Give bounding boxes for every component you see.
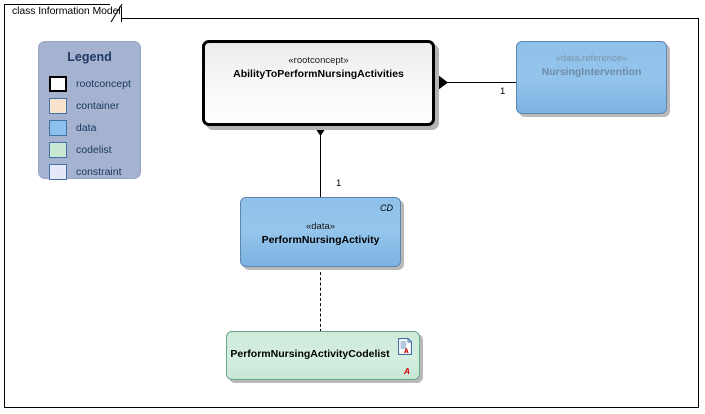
legend-swatch-rootconcept	[49, 75, 67, 92]
tab-notch-icon	[110, 3, 132, 23]
tab-bottom-mask	[5, 18, 121, 21]
node-performnursingactivity[interactable]: CD «data» PerformNursingActivity	[240, 197, 401, 267]
legend-label-rootconcept: rootconcept	[76, 77, 131, 90]
legend-item-constraint: constraint	[49, 161, 142, 182]
diagram-frame	[4, 18, 699, 408]
reference-name: NursingIntervention	[541, 66, 642, 78]
connector-rootconcept-performnursingactivity[interactable]	[320, 128, 321, 198]
legend-swatch-constraint	[49, 163, 67, 180]
multiplicity-data: 1	[336, 178, 342, 189]
codelist-marker: A	[403, 366, 410, 376]
data-corner-tag: CD	[380, 203, 393, 213]
legend-panel: Legend rootconcept container data codeli…	[38, 41, 141, 180]
legend-swatch-container	[49, 97, 67, 114]
codelist-name: PerformNursingActivityCodelist	[230, 348, 390, 360]
reference-stereotype: «data,reference»	[555, 53, 628, 64]
legend-list: rootconcept container data codelist cons…	[49, 73, 142, 183]
connector-performnursingactivity-codelist[interactable]	[320, 267, 321, 332]
node-nursingintervention[interactable]: «data,reference» NursingIntervention	[516, 41, 667, 114]
svg-text:A: A	[404, 348, 409, 355]
diagram-tab[interactable]	[4, 4, 122, 22]
node-rootconcept[interactable]: «rootconcept» AbilityToPerformNursingAct…	[202, 40, 435, 126]
legend-swatch-codelist	[49, 141, 67, 158]
data-stereotype: «data»	[305, 221, 336, 232]
legend-label-constraint: constraint	[76, 165, 122, 178]
legend-label-container: container	[76, 99, 120, 112]
legend-item-container: container	[49, 95, 142, 116]
legend-label-data: data	[76, 121, 97, 134]
diagram-title: class Information Model	[12, 5, 121, 17]
document-icon[interactable]: A	[398, 338, 412, 355]
rootconcept-name: AbilityToPerformNursingActivities	[233, 68, 404, 80]
legend-item-codelist: codelist	[49, 139, 142, 160]
legend-item-data: data	[49, 117, 142, 138]
legend-swatch-data	[49, 119, 67, 136]
legend-item-rootconcept: rootconcept	[49, 73, 142, 94]
multiplicity-reference: 1	[500, 86, 506, 97]
legend-title: Legend	[67, 50, 112, 64]
legend-label-codelist: codelist	[76, 143, 112, 156]
connector-rootconcept-nursingintervention[interactable]	[441, 82, 517, 83]
rootconcept-stereotype: «rootconcept»	[288, 55, 349, 66]
node-performnursingactivitycodelist[interactable]: PerformNursingActivityCodelist A A	[226, 331, 420, 380]
data-name-label: PerformNursingActivity	[261, 234, 380, 246]
